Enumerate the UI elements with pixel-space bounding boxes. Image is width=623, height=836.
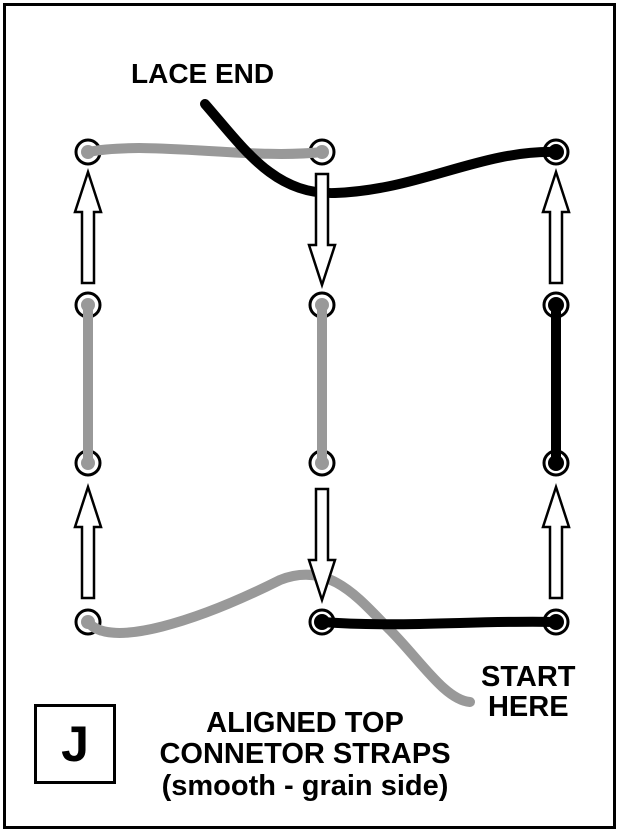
diagram-caption: ALIGNED TOP CONNETOR STRAPS (smooth - gr… xyxy=(130,707,480,802)
caption-line2: CONNETOR STRAPS xyxy=(159,738,451,771)
gray-bottom-lace xyxy=(83,569,475,707)
gray-straps xyxy=(83,143,475,707)
start-label-line1: START xyxy=(481,661,576,693)
black-hole-fills xyxy=(314,144,564,630)
gray-top-strap xyxy=(83,143,327,159)
black-hole xyxy=(548,455,564,471)
gray-hole xyxy=(315,145,329,159)
up-arrow-icon xyxy=(73,482,103,600)
up-arrow-icon xyxy=(73,167,103,285)
black-straps xyxy=(200,99,561,630)
gray-hole-fills xyxy=(81,145,329,629)
up-arrow-icon xyxy=(541,167,571,285)
lace-end-label: LACE END xyxy=(131,58,275,89)
down-arrow-icon xyxy=(307,487,337,605)
black-hole xyxy=(314,614,330,630)
down-arrow-icon xyxy=(307,172,337,290)
gray-hole xyxy=(81,456,95,470)
gray-hole xyxy=(81,615,95,629)
black-hole xyxy=(548,297,564,313)
black-hole xyxy=(548,144,564,160)
direction-arrows xyxy=(73,167,571,605)
caption-line3: (smooth - grain side) xyxy=(161,769,449,802)
gray-hole xyxy=(315,456,329,470)
start-label-line2: HERE xyxy=(487,691,569,724)
diagram-frame xyxy=(3,3,616,829)
up-arrow-icon xyxy=(541,482,571,600)
black-hole xyxy=(548,614,564,630)
start-here-label: START HERE xyxy=(481,662,576,723)
caption-line1: ALIGNED TOP xyxy=(206,707,404,739)
gray-hole xyxy=(81,145,95,159)
panel-letter: J xyxy=(61,716,89,772)
black-bottom-strap xyxy=(317,616,561,630)
panel-letter-box: J xyxy=(34,704,116,784)
gray-hole xyxy=(81,298,95,312)
black-lace-end xyxy=(200,99,561,199)
gray-hole xyxy=(315,298,329,312)
